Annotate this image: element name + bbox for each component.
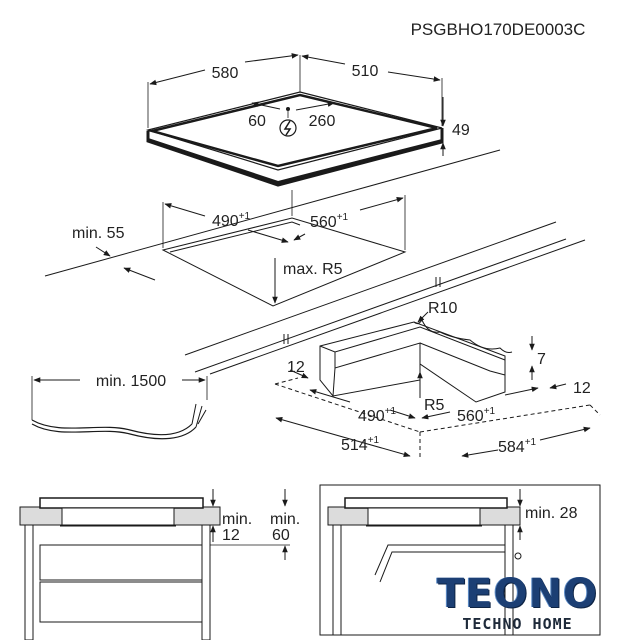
frame-margin-right-label: 12 bbox=[573, 380, 591, 397]
document-code: PSGBHO170DE0003C bbox=[411, 20, 586, 39]
frame-outer-width-value: 514 bbox=[341, 437, 368, 454]
section-left-min-a-label: min. bbox=[222, 511, 252, 528]
section-left-val-a-label: 12 bbox=[222, 527, 240, 544]
cutout-width-value: 490 bbox=[212, 213, 239, 230]
cable-drawing bbox=[31, 376, 208, 440]
frame-inner-depth-tolerance: +1 bbox=[484, 406, 496, 417]
frame-outer-depth-value: 584 bbox=[498, 439, 525, 456]
hob-drawing bbox=[145, 53, 446, 187]
section-right-min-label: min. 28 bbox=[525, 505, 578, 522]
cutout-depth-tolerance: +1 bbox=[337, 212, 349, 223]
section-left-drawing bbox=[19, 489, 290, 640]
brand-logo: TEONO TECHNO HOME bbox=[420, 572, 615, 634]
worktop-cutout-drawing bbox=[44, 149, 586, 375]
cutout-min-front-label: min. 55 bbox=[72, 225, 125, 242]
frame-inner-depth-value: 560 bbox=[457, 408, 484, 425]
frame-outer-width-label: 514+1 bbox=[341, 435, 380, 454]
brand-tagline: TECHNO HOME bbox=[462, 615, 573, 633]
frame-outer-width-tolerance: +1 bbox=[368, 435, 380, 446]
frame-lip-height-label: 7 bbox=[537, 351, 546, 368]
frame-drawing bbox=[274, 311, 601, 458]
cutout-depth-label: 560+1 bbox=[310, 212, 349, 231]
frame-outer-depth-tolerance: +1 bbox=[525, 437, 537, 448]
frame-outer-depth-label: 584+1 bbox=[498, 437, 537, 456]
cable-offset-right-label: 260 bbox=[309, 113, 336, 130]
section-left-val-b-label: 60 bbox=[272, 527, 290, 544]
cutout-width-label: 490+1 bbox=[212, 211, 251, 230]
frame-inner-width-tolerance: +1 bbox=[385, 406, 397, 417]
hob-height-label: 49 bbox=[452, 122, 470, 139]
frame-radius-inner-label: R5 bbox=[424, 397, 445, 414]
hob-width-label: 580 bbox=[212, 65, 239, 82]
section-right-drawing bbox=[319, 484, 601, 636]
hob-depth-label: 510 bbox=[352, 63, 379, 80]
cutout-radius-label: max. R5 bbox=[283, 261, 343, 278]
section-left-min-b-label: min. bbox=[270, 511, 300, 528]
frame-radius-outer-label: R10 bbox=[428, 300, 457, 317]
cutout-width-tolerance: +1 bbox=[239, 211, 251, 222]
frame-inner-width-value: 490 bbox=[358, 408, 385, 425]
brand-name: TEONO bbox=[436, 571, 599, 617]
frame-inner-depth-label: 560+1 bbox=[457, 406, 496, 425]
frame-margin-left-label: 12 bbox=[287, 359, 305, 376]
electric-connection-icon bbox=[279, 119, 297, 137]
cutout-depth-value: 560 bbox=[310, 214, 337, 231]
cable-length-label: min. 1500 bbox=[96, 373, 166, 390]
cable-offset-left-label: 60 bbox=[248, 113, 266, 130]
frame-inner-width-label: 490+1 bbox=[358, 406, 397, 425]
